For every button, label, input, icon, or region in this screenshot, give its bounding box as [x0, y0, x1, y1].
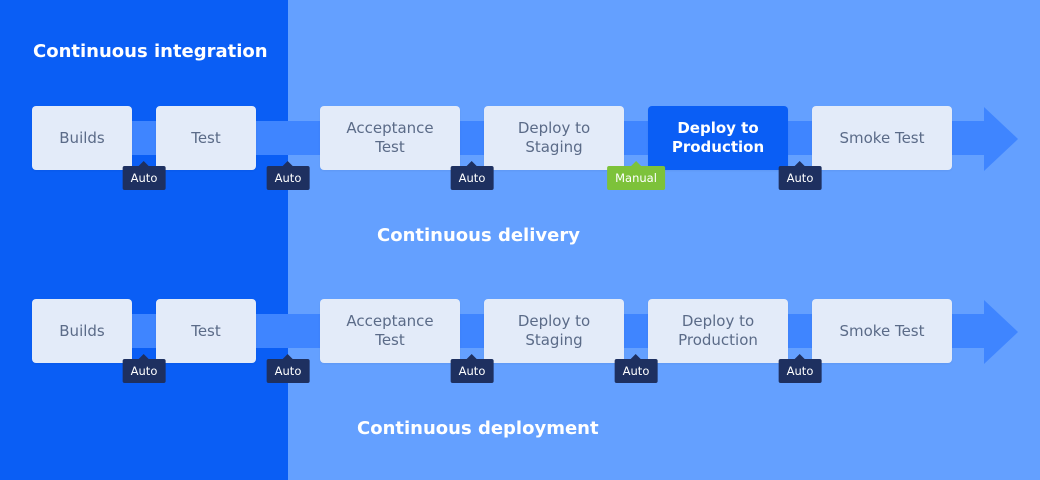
- stage-test: Test: [156, 106, 256, 170]
- stage-deploy-production: Deploy to Production: [648, 299, 788, 363]
- trigger-badge-auto: Auto: [266, 161, 310, 190]
- stage-smoke-test: Smoke Test: [812, 299, 952, 363]
- trigger-badge-auto: Auto: [614, 354, 658, 383]
- stage-acceptance-test: Acceptance Test: [320, 299, 460, 363]
- stage-smoke-test: Smoke Test: [812, 106, 952, 170]
- trigger-badge-auto: Auto: [778, 354, 822, 383]
- trigger-badge-manual: Manual: [607, 161, 665, 190]
- continuous-deployment-heading: Continuous deployment: [357, 418, 599, 439]
- trigger-badge-auto: Auto: [266, 354, 310, 383]
- pipeline-arrow-head: [984, 107, 1018, 171]
- trigger-badge-auto: Auto: [122, 161, 166, 190]
- continuous-integration-panel: [0, 0, 288, 480]
- delivery-pipeline: Builds Test Acceptance Test Deploy to St…: [0, 104, 1040, 224]
- continuous-integration-heading: Continuous integration: [33, 41, 268, 62]
- stage-deploy-staging: Deploy to Staging: [484, 106, 624, 170]
- trigger-badge-auto: Auto: [778, 161, 822, 190]
- stage-builds: Builds: [32, 299, 132, 363]
- pipeline-arrow-head: [984, 300, 1018, 364]
- stage-test: Test: [156, 299, 256, 363]
- stage-builds: Builds: [32, 106, 132, 170]
- trigger-badge-auto: Auto: [450, 354, 494, 383]
- trigger-badge-auto: Auto: [450, 161, 494, 190]
- stage-deploy-staging: Deploy to Staging: [484, 299, 624, 363]
- continuous-delivery-heading: Continuous delivery: [377, 225, 580, 246]
- stage-deploy-production: Deploy to Production: [648, 106, 788, 170]
- trigger-badge-auto: Auto: [122, 354, 166, 383]
- stage-acceptance-test: Acceptance Test: [320, 106, 460, 170]
- deployment-pipeline: Builds Test Acceptance Test Deploy to St…: [0, 297, 1040, 417]
